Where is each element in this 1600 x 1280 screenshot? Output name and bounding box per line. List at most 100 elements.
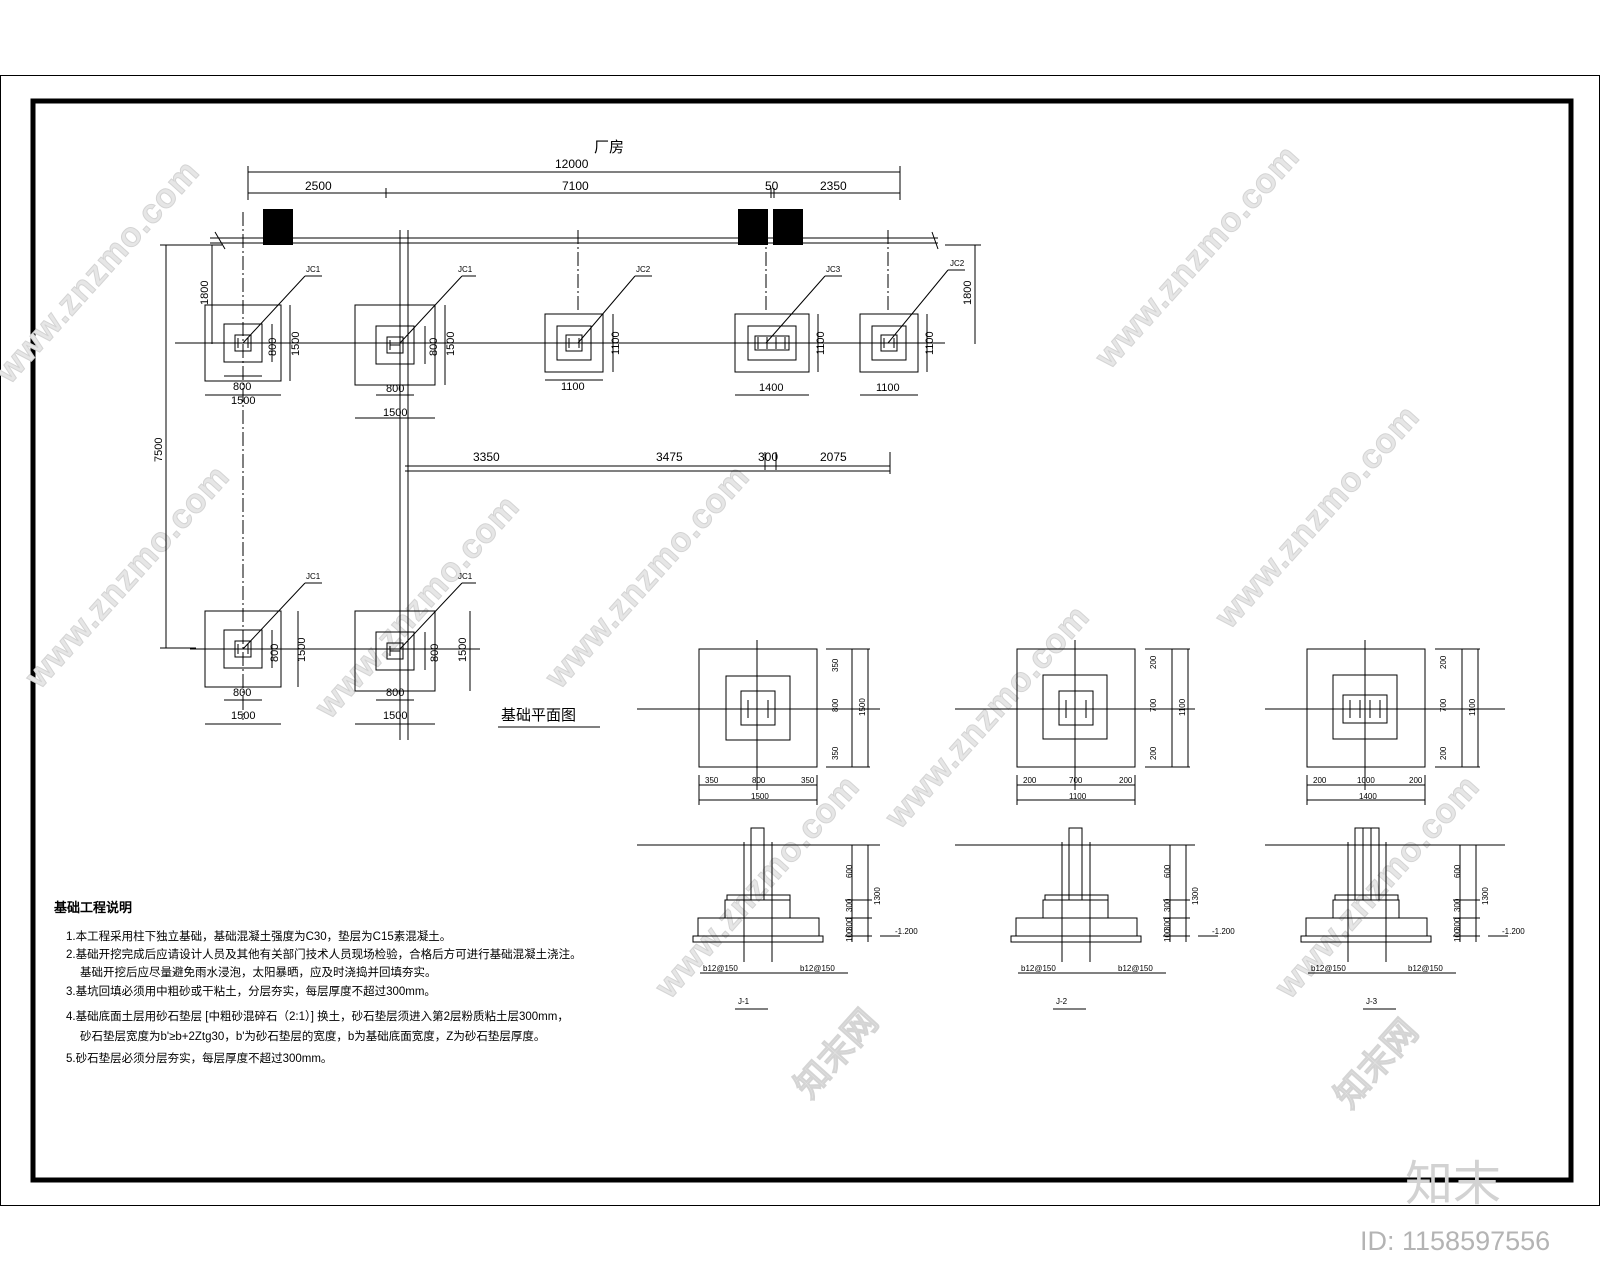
dim-segment: 50 [765, 179, 779, 193]
dim-mid: 3350 [473, 450, 500, 464]
note-item: 基础开挖后应尽量避免雨水浸泡，太阳暴晒，应及时浇捣并回填夯实。 [80, 965, 437, 979]
detail-j1: 350 800 350 1500 350 800 350 1500 600 30… [637, 640, 918, 1010]
dim-section-total: 1300 [1481, 887, 1490, 905]
dim-plan-total: 1100 [1468, 698, 1477, 716]
dim-outer: 1500 [296, 638, 308, 662]
dim-plan: 350 [831, 746, 840, 760]
footing-jc2: JC2 1100 1100 [544, 265, 652, 393]
dim-segment: 2500 [305, 179, 332, 193]
dim-outer: 1100 [561, 381, 585, 393]
detail-caption: J-3 [1366, 997, 1378, 1006]
dim-plan: 700 [1149, 698, 1158, 712]
dim-mid: 2075 [820, 450, 847, 464]
dim-width-total: 1500 [751, 792, 769, 801]
column [773, 209, 803, 245]
dim-width: 200 [1313, 776, 1327, 785]
dim-inner: 800 [233, 381, 251, 393]
dim-section: 300 [1453, 917, 1462, 931]
watermark-text: www.znzmo.com [1267, 768, 1487, 1006]
dim-mid: 300 [758, 450, 778, 464]
dim-section-total: 1300 [1191, 887, 1200, 905]
top-wall-beam [210, 209, 939, 250]
dim-plan-total: 1500 [858, 698, 867, 716]
note-item: 2.基础开挖完成后应请设计人员及其他有关部门技术人员现场检验，合格后方可进行基础… [66, 947, 582, 961]
dim-outer: 1500 [383, 710, 407, 722]
dim-side: 1800 [962, 281, 974, 305]
drawing-title: 厂房 [594, 139, 624, 156]
middle-dimension-chain: 3350 3475 300 2075 [473, 450, 891, 474]
dim-width: 350 [801, 776, 815, 785]
dim-width: 1000 [1357, 776, 1375, 785]
dim-outer: 1500 [445, 332, 457, 356]
elevation-mark: -1.200 [1502, 927, 1525, 936]
note-item: 3.基坑回填必须用中粗砂或干粘土，分层夯实，每层厚度不超过300mm。 [66, 984, 436, 998]
elevation-mark: -1.200 [895, 927, 918, 936]
detail-j3: 200 700 200 1100 200 1000 200 1400 600 3… [1265, 640, 1525, 1010]
rebar-label: b12@150 [703, 964, 738, 973]
footing-jc1: JC1 800 1500 800 1500 [204, 572, 322, 725]
dim-section: 100 [845, 928, 854, 942]
watermark-text: www.znzmo.com [1087, 138, 1307, 376]
dim-inner: 800 [269, 644, 281, 662]
dim-inner: 800 [386, 687, 404, 699]
dim-outer: 1100 [924, 331, 936, 355]
dim-width: 800 [752, 776, 766, 785]
rebar-label: b12@150 [800, 964, 835, 973]
dim-mid: 3475 [656, 450, 683, 464]
footing-label: JC1 [458, 265, 473, 274]
grid-lines [175, 212, 945, 740]
dim-outer: 1500 [231, 395, 255, 407]
dim-outer: 1400 [759, 382, 783, 394]
dim-section-total: 1300 [873, 887, 882, 905]
footing-label: JC1 [306, 265, 321, 274]
footing-label: JC2 [950, 259, 965, 268]
dim-section: 600 [1453, 864, 1462, 878]
dim-outer: 1100 [876, 382, 900, 394]
dim-side: 7500 [153, 438, 165, 462]
dim-section: 300 [1453, 898, 1462, 912]
dim-section: 300 [1163, 917, 1172, 931]
dim-outer: 1100 [610, 331, 622, 355]
dim-plan: 200 [1149, 655, 1158, 669]
dim-plan: 800 [831, 698, 840, 712]
column [263, 209, 293, 245]
dim-segment: 2350 [820, 179, 847, 193]
dim-total: 12000 [555, 157, 589, 171]
dim-plan: 350 [831, 658, 840, 672]
dim-inner: 800 [428, 338, 440, 356]
dim-outer: 1100 [815, 331, 827, 355]
dim-width: 200 [1119, 776, 1133, 785]
watermark-text: www.znzmo.com [537, 458, 757, 696]
dim-inner: 800 [386, 383, 404, 395]
detail-caption: J-2 [1056, 997, 1068, 1006]
dim-section: 100 [1163, 928, 1172, 942]
dim-section: 300 [1163, 898, 1172, 912]
dim-section: 100 [1453, 928, 1462, 942]
detail-caption: J-1 [738, 997, 750, 1006]
dim-plan: 200 [1149, 746, 1158, 760]
note-item: 4.基础底面土层用砂石垫层 [中粗砂混碎石（2:1）] 换土，砂石垫层须进入第2… [66, 1009, 569, 1023]
footing-label: JC3 [826, 265, 841, 274]
dim-outer: 1500 [383, 407, 407, 419]
elevation-mark: -1.200 [1212, 927, 1235, 936]
footing-label: JC2 [636, 265, 651, 274]
note-item: 5.砂石垫层必须分层夯实，每层厚度不超过300mm。 [66, 1051, 332, 1065]
footing-jc1: JC1 800 1500 800 1500 [204, 265, 322, 407]
footing-jc3: JC3 1400 1100 [734, 265, 842, 396]
dim-width: 350 [705, 776, 719, 785]
footing-jc1: JC1 800 1500 800 1500 [354, 572, 476, 725]
detail-j2: 200 700 200 1100 200 700 200 1100 600 30… [955, 640, 1235, 1010]
watermark-text: www.znzmo.com [17, 458, 237, 696]
dim-section: 300 [845, 917, 854, 931]
plan-title: 基础平面图 [501, 707, 576, 724]
watermark-text: www.znzmo.com [307, 488, 527, 726]
note-item: 1.本工程采用柱下独立基础，基础混凝土强度为C30，垫层为C15素混凝土。 [66, 929, 451, 943]
top-dimension-chain: 12000 2500 7100 50 2350 [247, 157, 901, 200]
dim-outer: 1500 [290, 332, 302, 356]
dim-plan: 700 [1439, 698, 1448, 712]
watermark-text: 知末网 [788, 1002, 886, 1105]
dim-plan: 200 [1439, 746, 1448, 760]
dim-side: 1800 [199, 281, 211, 305]
dim-width-total: 1100 [1069, 792, 1087, 801]
